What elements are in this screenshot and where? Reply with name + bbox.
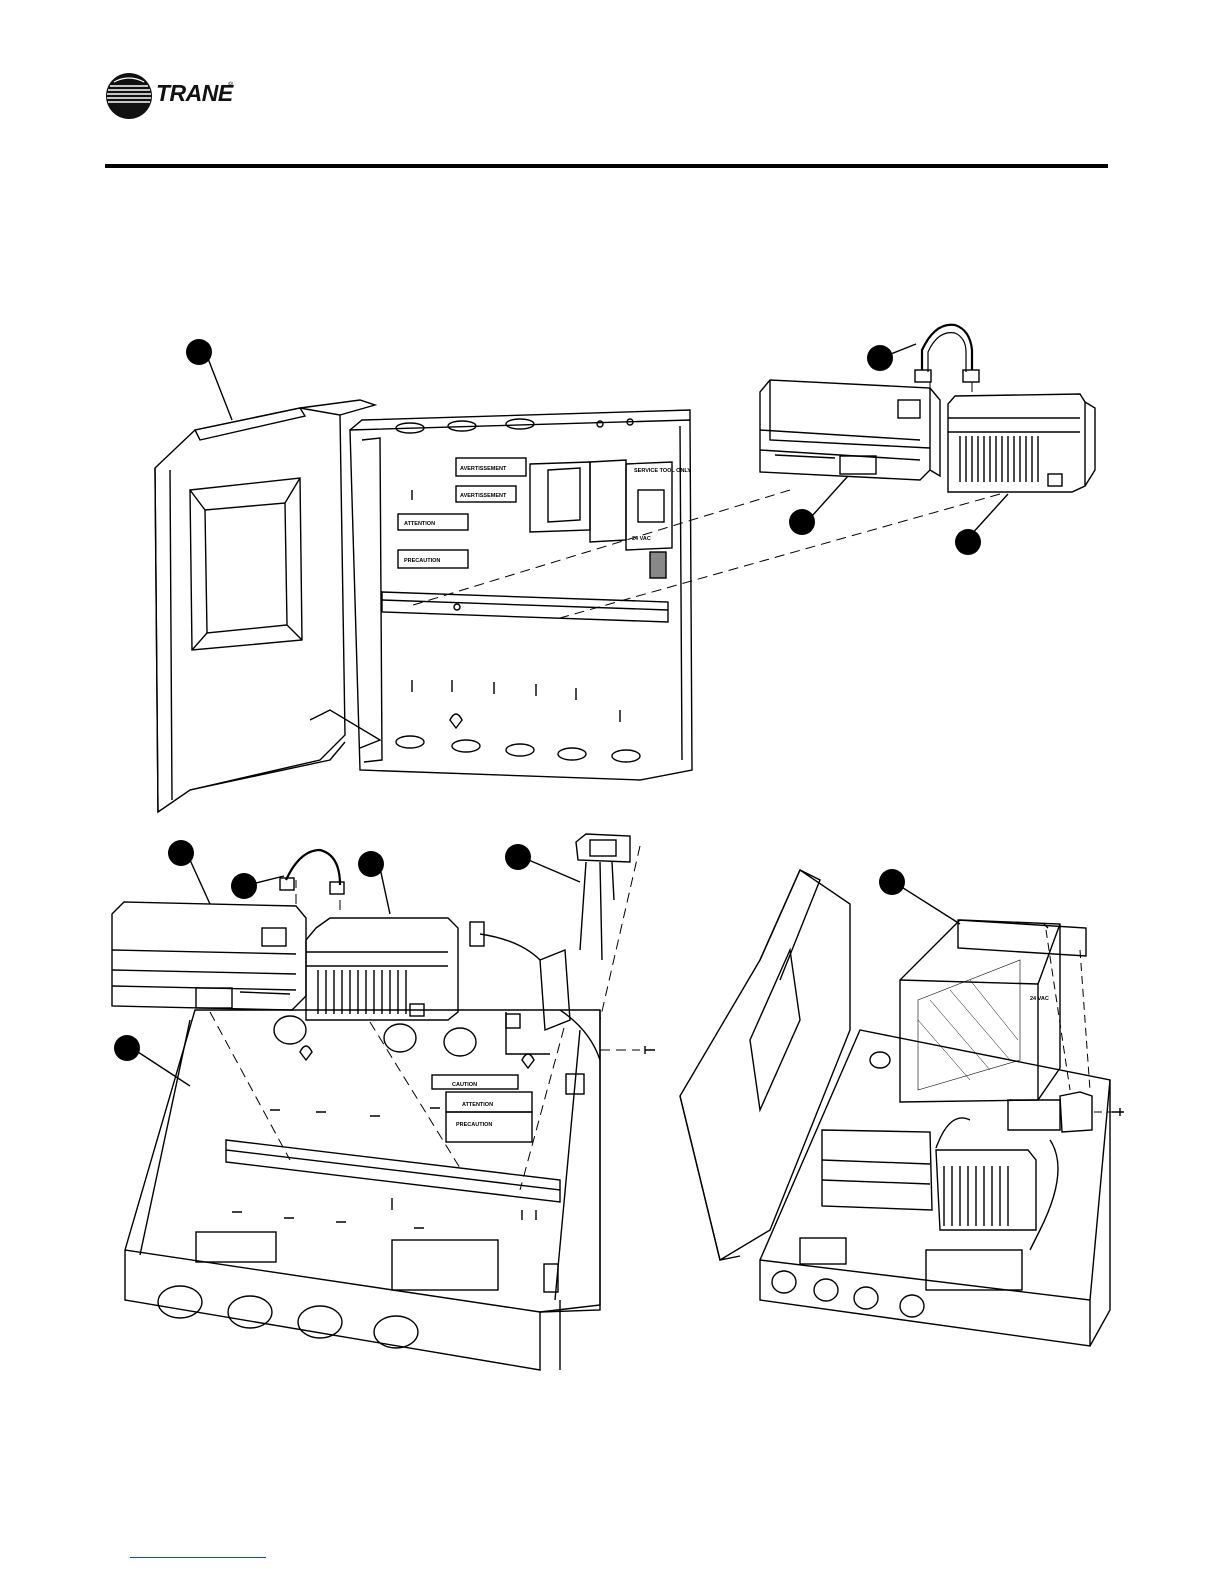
footer-link-underline xyxy=(130,1557,266,1558)
label-voltage-bottom: 24 VAC xyxy=(1030,996,1049,1002)
callout-marker xyxy=(505,844,531,870)
label-service-tool-top: SERVICE TOOL ONLY xyxy=(634,468,691,474)
callout-marker xyxy=(358,851,384,877)
controller-module-top xyxy=(760,380,940,480)
label-avertissement-top: AVERTISSEMENT xyxy=(460,466,507,472)
label-attention-bottom: ATTENTION xyxy=(462,1102,493,1108)
io-module-bottom-left xyxy=(306,918,458,1020)
label-caution-bottom: CAUTION xyxy=(452,1082,477,1088)
io-module-top xyxy=(948,394,1095,492)
label-precaution-bottom: PRECAUTION xyxy=(456,1122,492,1128)
callout-marker xyxy=(879,869,905,895)
callout-marker xyxy=(231,873,257,899)
enclosure-assembled-bottom-right xyxy=(680,870,1124,1346)
label-attention-top: ATTENTION xyxy=(404,521,435,527)
callout-marker xyxy=(114,1035,140,1061)
callout-marker xyxy=(186,339,212,365)
callout-marker xyxy=(867,345,893,371)
enclosure-door-top xyxy=(155,400,380,812)
callout-marker xyxy=(789,509,815,535)
enclosure-box-bottom-left xyxy=(125,1010,600,1370)
controller-module-bottom-left xyxy=(112,902,306,1010)
callout-marker xyxy=(168,840,194,866)
label-voltage-top: 24 VAC xyxy=(632,536,651,542)
label-avertissement-2-top: AVERTISSEMENT xyxy=(460,493,507,499)
label-precaution-top: PRECAUTION xyxy=(404,558,440,564)
service-receptacle-bottom xyxy=(470,834,655,1060)
callout-marker xyxy=(955,529,981,555)
